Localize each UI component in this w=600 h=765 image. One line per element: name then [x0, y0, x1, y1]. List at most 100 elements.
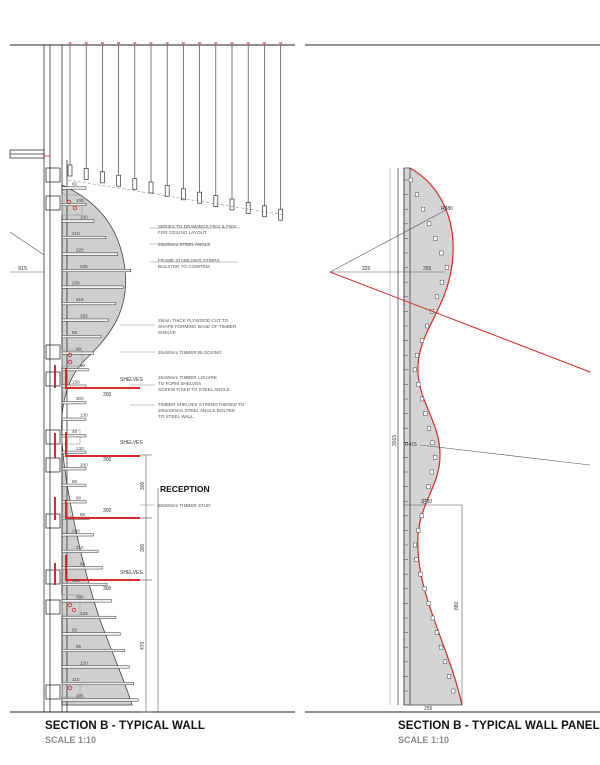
shelf-strip: [61, 401, 87, 405]
shelf-dim-label: 230: [72, 281, 80, 286]
shelf-strip: [61, 203, 87, 206]
dim-lower-run: 2430: [421, 499, 432, 505]
shelf-strip: [61, 285, 124, 289]
vertical-dim-2: 300: [140, 543, 146, 552]
note-line-8: SHELVE: [158, 330, 176, 335]
shelves-label-3: SHELVES: [120, 570, 143, 576]
dim-left-run: 325: [362, 266, 371, 272]
panel-notch: [430, 615, 435, 621]
panel-notch: [426, 484, 431, 489]
shelf-run-3: 300: [103, 508, 112, 514]
radius-line-long: [329, 271, 591, 373]
note-leaders: [120, 227, 240, 506]
shelf-run-4: 300: [103, 586, 112, 592]
ceiling-slat: [197, 191, 202, 204]
ceiling-slat: [100, 171, 105, 184]
panel-dimension-labels: R880 325 255 R415 2430 255: [362, 206, 453, 712]
panel-notch: [419, 513, 424, 519]
dim-base: 255: [424, 706, 433, 712]
shelf-strip: [61, 467, 87, 471]
steel-angles: [54, 365, 140, 585]
panel-notches: [404, 177, 456, 694]
panel-notch: [438, 644, 443, 650]
dim-r-top: R880: [441, 206, 453, 212]
shelf-strip: [61, 632, 121, 636]
ceiling-slat: [67, 164, 73, 177]
panel-notch: [430, 440, 435, 446]
panel-notch: [427, 221, 432, 227]
shelf-strips: [61, 186, 139, 702]
panel-notch: [426, 601, 431, 606]
shelf-strip: [61, 351, 94, 355]
panel-notch: [434, 630, 439, 635]
dim-mid-mark: R415: [405, 442, 417, 448]
shelf-dim-label: 215: [76, 297, 84, 302]
shelf-strip: [61, 549, 99, 553]
panel-notch: [439, 250, 444, 256]
ceiling-hangers: [67, 42, 286, 221]
shelf-dim-label: 130: [80, 413, 88, 418]
dim-inner-run: 255: [423, 266, 432, 272]
shelf-dim-label: 90: [76, 495, 82, 500]
note-line-15: TO STEEL WALL: [158, 414, 194, 419]
panel-notch: [447, 674, 452, 679]
shelf-strip: [61, 219, 95, 223]
shelf-dim-label: 95: [80, 561, 86, 566]
panel-notch: [414, 192, 419, 197]
shelf-strip: [61, 533, 94, 537]
shelf-strip: [61, 665, 130, 669]
shelf-dim-label: 300: [76, 594, 84, 599]
panel-notch: [421, 206, 426, 212]
notes: SERIES TO DRAWINGS F001 & F002 FOR CEILI…: [158, 224, 245, 508]
left-connection: [9, 149, 50, 273]
shelf-dim-label: 50: [72, 627, 78, 632]
panel-notch: [420, 338, 425, 343]
blocking-boxes: [45, 167, 61, 700]
shelf-dim-label: 85: [80, 512, 86, 517]
shelf-strip: [61, 368, 89, 372]
panel-notch: [433, 455, 438, 460]
red-fixings: [66, 199, 78, 691]
ceiling-slat: [181, 188, 186, 201]
radius-line-lower: [419, 444, 591, 466]
shelf-strip: [61, 483, 87, 487]
note-line-12: SCREW FIXED TO STEEL ANGLE: [158, 387, 230, 392]
panel-red-curve: [409, 167, 463, 706]
shelf-dim-label: 205: [76, 694, 84, 699]
shelf-dim-label: 120: [80, 660, 88, 665]
shelf-strip: [61, 682, 134, 685]
shelf-strip: [61, 269, 131, 273]
shelf-dim-label: 150: [72, 578, 80, 583]
shelves-label-2: SHELVES: [120, 440, 143, 446]
ceiling-slope-line: [67, 179, 286, 216]
note-line-2: FOR CEILING LAYOUT: [158, 230, 207, 235]
ceiling-slat: [213, 195, 219, 207]
shelf-dim-label: 60: [72, 182, 78, 187]
shelf-dim-label: 45: [72, 429, 78, 434]
shelf-dim-label: 235: [80, 264, 88, 269]
ceiling-slat: [116, 174, 121, 187]
shelves-label-1: SHELVES: [120, 377, 143, 383]
vertical-dimension: [140, 454, 159, 713]
panel-notch: [423, 411, 428, 416]
shelf-dim-label: 65: [76, 644, 82, 649]
shelf-dim-label: 85: [72, 330, 78, 335]
vertical-dim-3: 470: [140, 641, 146, 650]
reception-label: RECEPTION: [160, 484, 210, 494]
shelf-run-1: 300: [103, 392, 112, 398]
panel-notch: [426, 425, 431, 431]
radius-line-short: [329, 209, 447, 273]
panel-notch: [434, 294, 439, 300]
vertical-dim-1: 300: [140, 481, 146, 490]
shelf-dimension-labels: 6010016021522523523021519585906015030013…: [72, 182, 88, 699]
shelf-strip: [61, 186, 87, 190]
note-line-1: SERIES TO DRAWINGS F001 & F002: [158, 224, 237, 229]
panel-notch: [423, 498, 428, 504]
shelf-dim-label: 225: [76, 248, 84, 253]
panel-notch: [425, 323, 430, 329]
shelf-strip: [61, 582, 108, 586]
note-line-9: 25x50mm TIMBER BLOCKING: [158, 350, 222, 355]
ceiling-slat: [148, 181, 154, 194]
shelf-strip: [61, 434, 87, 438]
